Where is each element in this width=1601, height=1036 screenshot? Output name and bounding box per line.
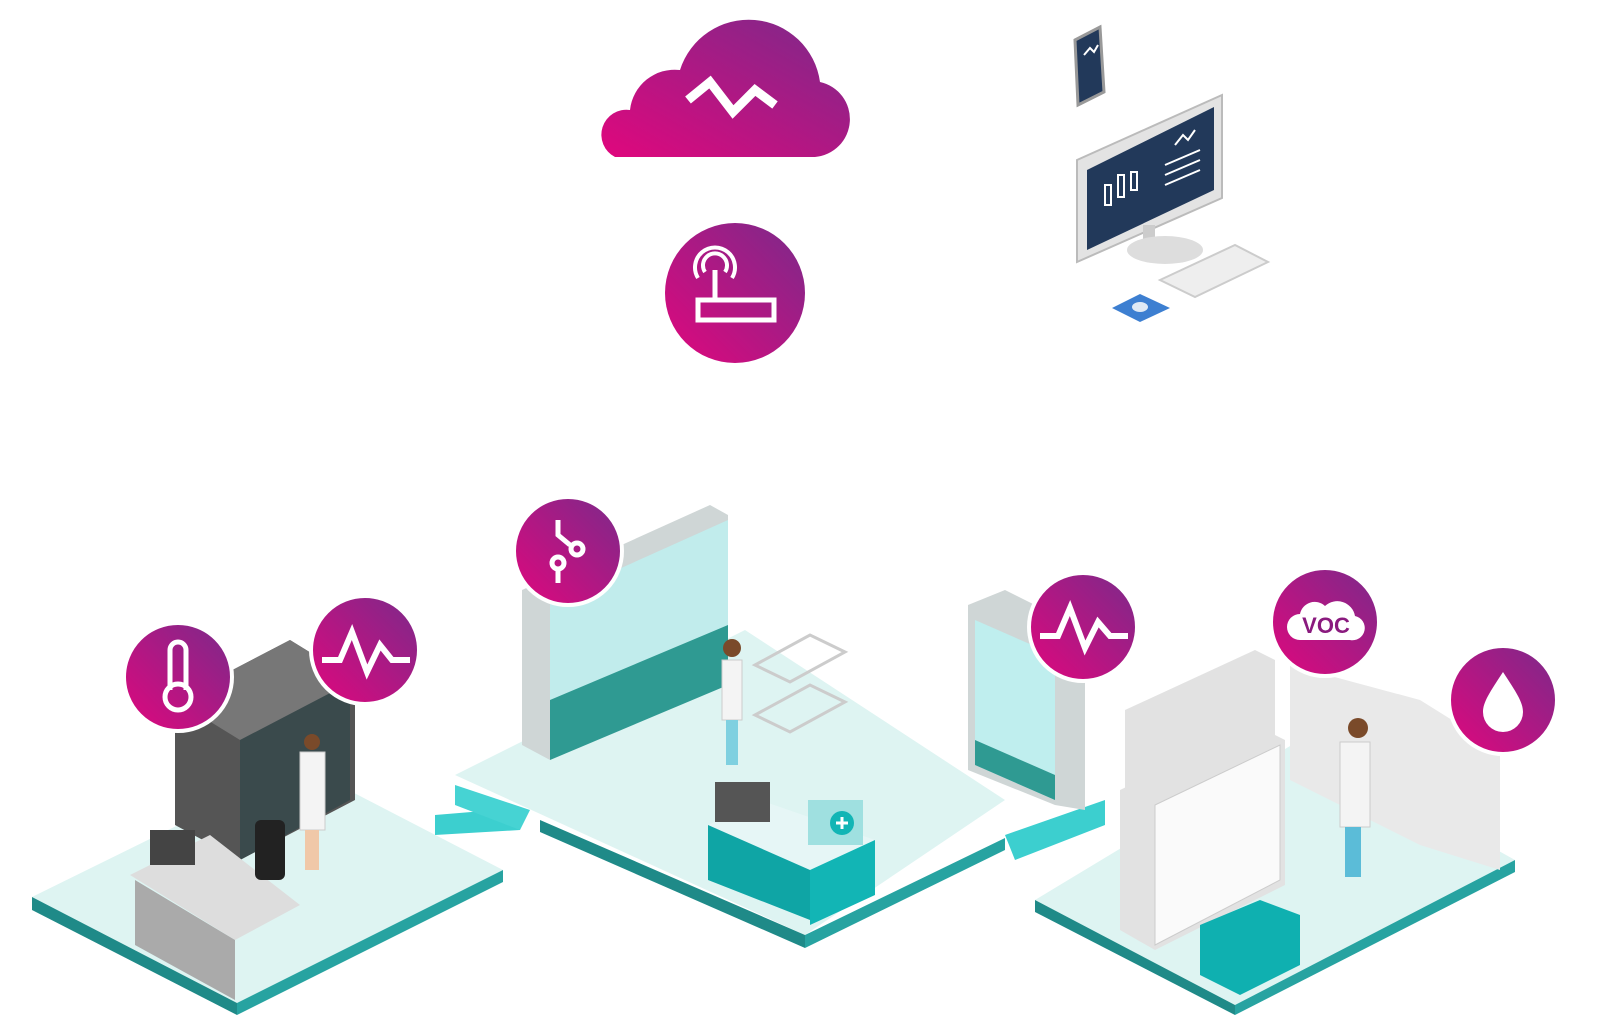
cart [751,633,849,734]
door-switch-icon [549,520,586,583]
pulse-icon [322,623,410,680]
voc-sensor: VOC [1269,566,1381,678]
mouse-icon [1112,294,1170,322]
phone-icon [1073,24,1106,108]
pharmacist-left [299,734,326,870]
pharmacist-right [1339,718,1371,877]
desk [130,820,300,1000]
humidity-drop-icon [1483,672,1523,732]
router-antenna-icon [665,223,805,363]
cloud-activity-icon [601,19,850,157]
pulse-sensor-right [1027,571,1139,683]
thermometer-sensor [122,621,234,733]
monitor-icon [1076,93,1223,264]
door-switch-sensor [512,495,624,607]
pulse-sensor-left [309,594,421,706]
thermometer-icon [162,639,194,713]
pulse-icon [1040,599,1128,656]
humidity-sensor [1447,644,1559,756]
counter-middle [708,782,875,925]
voc-label: VOC [1302,613,1350,638]
shelves-right [1120,650,1500,995]
keyboard-icon [1157,243,1271,299]
first-aid-kit-icon [808,800,863,845]
voc-cloud-icon [1287,601,1365,641]
pharmacist-middle [721,639,743,765]
